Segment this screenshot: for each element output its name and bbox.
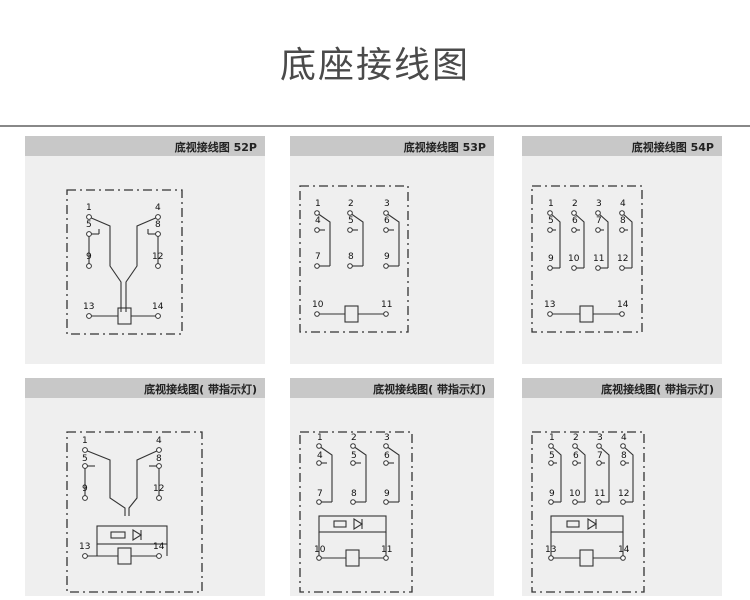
pin-label: 2 (351, 433, 357, 443)
pin-label: 3 (596, 199, 602, 209)
pin-label: 5 (548, 216, 554, 226)
panel-53p-indicator: 底视接线图( 带指示灯) 1 2 3 4 5 6 7 8 9 10 (290, 378, 494, 596)
pin-label: 5 (82, 454, 88, 464)
pin-label: 7 (315, 252, 321, 262)
pin-label: 4 (315, 216, 321, 226)
pin-label: 2 (573, 433, 579, 443)
pin-label: 7 (317, 489, 323, 499)
pin-label: 13 (79, 542, 90, 552)
panel-header: 底视接线图 53P (290, 136, 494, 156)
pin-label: 2 (572, 199, 578, 209)
pin-label: 4 (620, 199, 626, 209)
pin-label: 13 (544, 300, 555, 310)
pin-label: 2 (348, 199, 354, 209)
pin-label: 6 (573, 451, 579, 461)
panel-53p: 底视接线图 53P 1 2 3 4 5 6 7 8 9 10 11 (290, 136, 494, 364)
panel-header: 底视接线图( 带指示灯) (522, 378, 722, 398)
pin-label: 6 (572, 216, 578, 226)
panel-header: 底视接线图 54P (522, 136, 722, 156)
pin-label: 1 (549, 433, 555, 443)
pin-label: 9 (384, 252, 390, 262)
panel-title: 底视接线图 52P (174, 141, 257, 154)
pin-label: 5 (351, 451, 357, 461)
pin-label: 8 (155, 220, 161, 230)
pin-label: 9 (82, 484, 88, 494)
pin-label: 1 (86, 203, 92, 213)
pin-label: 10 (569, 489, 581, 499)
pin-label: 5 (549, 451, 555, 461)
pin-label: 6 (384, 451, 390, 461)
wiring-diagram-53p-indicator: 1 2 3 4 5 6 7 8 9 10 11 (299, 431, 413, 593)
page-title: 底座接线图 (279, 45, 470, 86)
pin-label: 9 (384, 489, 390, 499)
wiring-diagram-53p: 1 2 3 4 5 6 7 8 9 10 11 (299, 185, 409, 333)
pin-label: 14 (153, 542, 165, 552)
pin-label: 7 (597, 451, 603, 461)
pin-label: 14 (152, 302, 164, 312)
pin-label: 10 (314, 545, 326, 555)
title-divider (0, 125, 750, 127)
panel-header: 底视接线图 52P (25, 136, 265, 156)
pin-label: 12 (617, 254, 628, 264)
pin-label: 12 (152, 252, 163, 262)
pin-label: 9 (549, 489, 555, 499)
pin-label: 10 (568, 254, 580, 264)
pin-label: 11 (593, 254, 604, 264)
pin-label: 9 (86, 252, 92, 262)
pin-label: 3 (384, 199, 390, 209)
pin-label: 14 (617, 300, 629, 310)
pin-label: 8 (348, 252, 354, 262)
panel-52p-indicator: 底视接线图( 带指示灯) 1 4 5 8 9 12 13 14 (25, 378, 265, 596)
pin-label: 5 (86, 220, 92, 230)
pin-label: 12 (618, 489, 629, 499)
wiring-diagram-52p-indicator: 1 4 5 8 9 12 13 14 (66, 431, 203, 593)
pin-label: 8 (156, 454, 162, 464)
pin-label: 4 (621, 433, 627, 443)
panel-title: 底视接线图( 带指示灯) (144, 383, 257, 396)
pin-label: 11 (594, 489, 605, 499)
pin-label: 1 (317, 433, 323, 443)
pin-label: 8 (620, 216, 626, 226)
pin-label: 4 (155, 203, 161, 213)
pin-label: 1 (548, 199, 554, 209)
panel-52p: 底视接线图 52P 1 4 5 8 9 12 13 14 (25, 136, 265, 364)
pin-label: 8 (621, 451, 627, 461)
pin-label: 3 (384, 433, 390, 443)
pin-label: 9 (548, 254, 554, 264)
panel-header: 底视接线图( 带指示灯) (290, 378, 494, 398)
panel-header: 底视接线图( 带指示灯) (25, 378, 265, 398)
panel-title: 底视接线图 54P (631, 141, 714, 154)
pin-label: 8 (351, 489, 357, 499)
wiring-diagram-54p: 1 2 3 4 5 6 7 8 9 10 11 12 13 14 (531, 185, 643, 333)
pin-label: 11 (381, 545, 392, 555)
wiring-diagram-54p-indicator: 1 2 3 4 5 6 7 8 9 10 11 12 13 14 (531, 431, 645, 593)
wiring-diagram-52p: 1 4 5 8 9 12 13 14 (66, 189, 183, 335)
panel-title: 底视接线图( 带指示灯) (601, 383, 714, 396)
pin-label: 1 (315, 199, 321, 209)
pin-label: 13 (83, 302, 94, 312)
pin-label: 6 (384, 216, 390, 226)
pin-label: 4 (317, 451, 323, 461)
pin-label: 10 (312, 300, 324, 310)
pin-label: 7 (596, 216, 602, 226)
panel-54p: 底视接线图 54P 1 2 3 4 5 6 7 8 9 10 11 12 13 (522, 136, 722, 364)
pin-label: 12 (153, 484, 164, 494)
pin-label: 11 (381, 300, 392, 310)
pin-label: 4 (156, 436, 162, 446)
pin-label: 14 (618, 545, 630, 555)
pin-label: 1 (82, 436, 88, 446)
pin-label: 5 (348, 216, 354, 226)
panel-title: 底视接线图( 带指示灯) (373, 383, 486, 396)
pin-label: 13 (545, 545, 556, 555)
panel-54p-indicator: 底视接线图( 带指示灯) 1 2 3 4 5 6 7 8 9 (522, 378, 722, 596)
pin-label: 3 (597, 433, 603, 443)
panel-title: 底视接线图 53P (403, 141, 486, 154)
